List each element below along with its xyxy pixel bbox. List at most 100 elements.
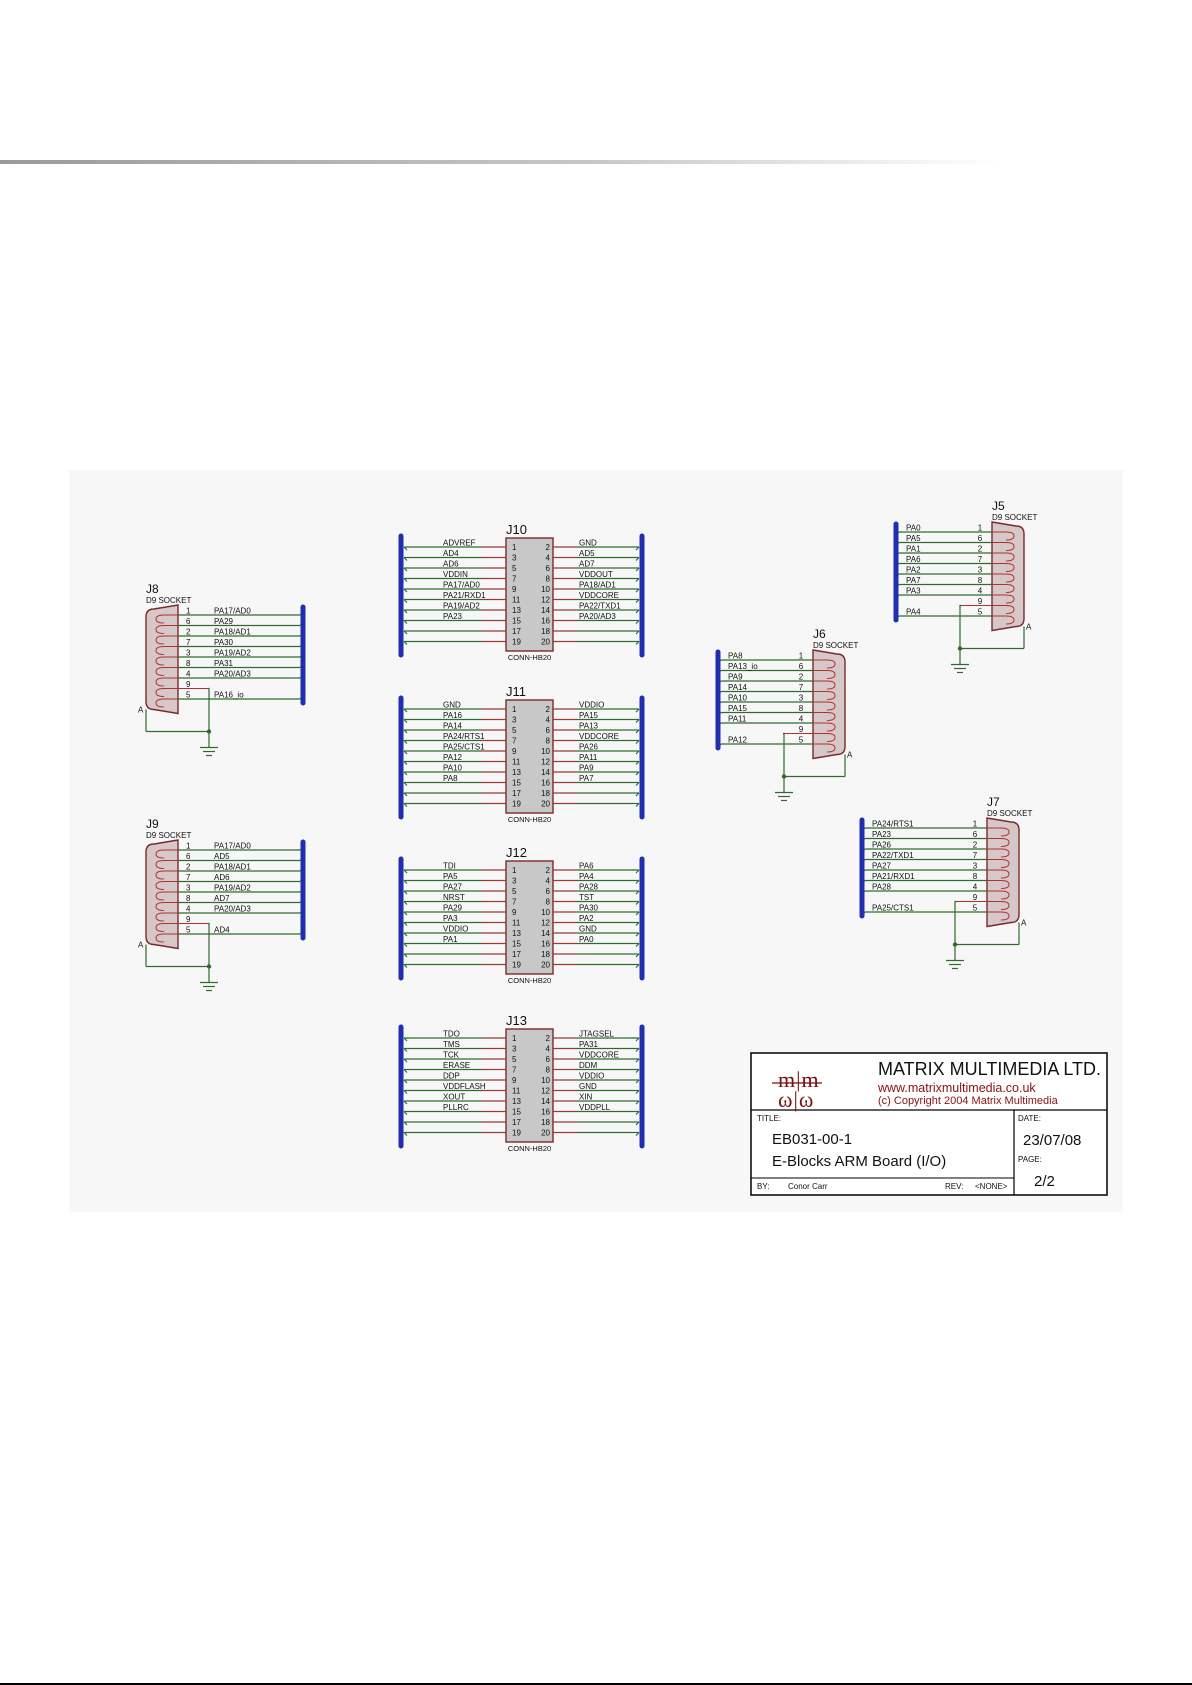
junction-dot xyxy=(206,964,212,969)
pin-number: 9 xyxy=(799,725,804,734)
bus-entry xyxy=(403,953,408,958)
net-label: PA0 xyxy=(579,935,594,944)
pin-number: 20 xyxy=(541,638,550,647)
pin-number: 5 xyxy=(186,691,191,700)
bus-entry xyxy=(635,901,640,905)
bus-entry xyxy=(403,890,408,895)
pin-number: 15 xyxy=(512,617,521,626)
net-label: PA13_io xyxy=(728,662,758,671)
d9-pin-contact xyxy=(987,827,1010,837)
pin-number: 9 xyxy=(512,747,517,756)
net-label: VDDCORE xyxy=(579,591,619,600)
d9-pin-contact xyxy=(992,605,1015,614)
bus-entry xyxy=(403,620,408,624)
d9-pin-contact xyxy=(155,860,178,869)
pin-number: 1 xyxy=(973,820,978,829)
pin-number: 4 xyxy=(799,715,804,724)
bus-entry xyxy=(403,557,408,561)
net-label: PA24/RTS1 xyxy=(443,732,485,741)
bus-entry xyxy=(403,630,408,635)
pin-number: 4 xyxy=(546,877,551,886)
date-label: DATE: xyxy=(1018,1114,1041,1123)
net-label: PA5 xyxy=(443,872,458,881)
pin-number: 17 xyxy=(512,627,521,636)
bus-entry xyxy=(635,729,640,734)
bus-entry xyxy=(403,964,408,968)
net-label: PA27 xyxy=(443,883,463,892)
connector-ref: J8 xyxy=(146,582,159,596)
pin-number: 6 xyxy=(973,830,978,839)
net-label: PA1 xyxy=(906,545,921,554)
header-ref: J12 xyxy=(506,845,527,860)
d9-pin-contact xyxy=(155,677,178,687)
bus-entry xyxy=(403,1111,408,1115)
pin-number: 1 xyxy=(978,524,983,533)
title-label: TITLE: xyxy=(757,1114,781,1123)
pin-number: 1 xyxy=(512,1034,517,1043)
pin-number: 20 xyxy=(541,800,550,809)
d9-pin-contact xyxy=(987,911,1010,921)
net-label: PA0 xyxy=(906,524,921,533)
pin-number: 17 xyxy=(512,789,521,798)
net-label: GND xyxy=(579,539,597,548)
net-label: VDDIN xyxy=(443,570,468,579)
d9-pin-contact xyxy=(155,688,178,697)
net-label: PA10 xyxy=(728,694,748,703)
pin-number: 19 xyxy=(512,1129,521,1138)
bus-entry xyxy=(403,1132,408,1136)
pin-number: 4 xyxy=(546,716,551,725)
net-label: PA22/TXD1 xyxy=(872,851,914,860)
bus-entry xyxy=(403,1090,408,1094)
bus-entry xyxy=(403,943,408,947)
pin-number: 8 xyxy=(546,1066,551,1075)
d9-pin-contact xyxy=(155,667,178,676)
d9-pin-contact xyxy=(992,542,1015,551)
net-label: VDDOUT xyxy=(579,570,613,579)
bus-entry xyxy=(635,1069,640,1073)
ground-wire xyxy=(208,687,210,748)
pin-number: 9 xyxy=(512,908,517,917)
d9-pin-contact xyxy=(155,912,178,922)
pin-number: 3 xyxy=(512,554,517,563)
net-label: AD7 xyxy=(214,894,230,903)
connector-ref: J5 xyxy=(992,499,1005,513)
net-label: PA21/RXD1 xyxy=(443,591,486,600)
connector-ref: J6 xyxy=(813,627,826,641)
net-label: PA11 xyxy=(579,753,598,762)
pin-number: 6 xyxy=(546,887,551,896)
pin-number: 12 xyxy=(541,919,550,928)
net-label: PA18/AD1 xyxy=(214,628,251,637)
net-label: ADVREF xyxy=(443,539,476,548)
net-label: PA28 xyxy=(579,883,599,892)
pin-number: 18 xyxy=(541,950,550,959)
net-label: PA8 xyxy=(728,652,743,661)
bus-entry xyxy=(635,1048,640,1052)
pin-number: 2 xyxy=(546,866,551,875)
d9-pin-contact xyxy=(813,659,836,669)
bus-entry xyxy=(635,599,640,603)
pin-number: 4 xyxy=(973,883,978,892)
header-part-label: CONN-HB20 xyxy=(508,976,551,985)
pin-number: 17 xyxy=(512,1118,521,1127)
net-label: PA17/AD0 xyxy=(214,842,251,851)
pin-number: 18 xyxy=(541,1118,550,1127)
net-label: PA7 xyxy=(906,576,921,585)
d9-pin-contact xyxy=(992,573,1015,583)
d9-socket-body xyxy=(991,521,1025,632)
pin-number: 12 xyxy=(541,1087,550,1096)
pin-number: 7 xyxy=(186,638,191,647)
net-label: PA26 xyxy=(579,743,599,752)
net-label: PA12 xyxy=(443,753,463,762)
pin-number: 3 xyxy=(973,862,978,871)
bus-entry xyxy=(635,890,640,895)
bus-entry xyxy=(635,630,640,635)
bus-entry xyxy=(403,578,408,582)
pin-number: 6 xyxy=(186,852,191,861)
bus-entry xyxy=(635,964,640,968)
d9-pin-contact xyxy=(813,743,836,753)
bus-entry xyxy=(403,932,408,937)
connector-part-label: D9 SOCKET xyxy=(146,831,191,840)
net-label: PA22/TXD1 xyxy=(579,602,621,611)
bus-entry xyxy=(403,1121,408,1126)
net-label: PA16_io xyxy=(214,691,244,700)
